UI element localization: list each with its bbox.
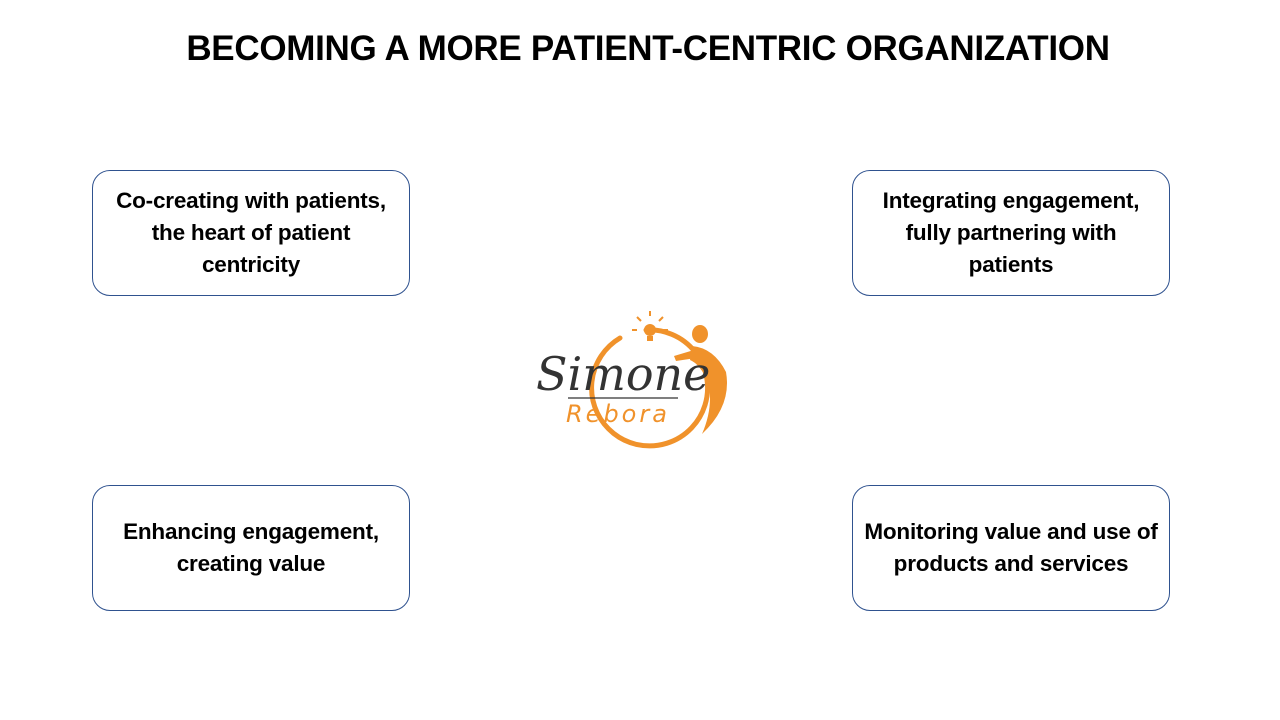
logo: Simone Rebora xyxy=(528,306,738,452)
box-monitoring-value: Monitoring value and use of products and… xyxy=(852,485,1170,611)
box-enhancing-engagement: Enhancing engagement, creating value xyxy=(92,485,410,611)
box-enhancing-engagement-label: Enhancing engagement, creating value xyxy=(123,519,379,576)
box-monitoring-value-label: Monitoring value and use of products and… xyxy=(864,519,1158,576)
box-co-creating-label: Co-creating with patients, the heart of … xyxy=(116,188,386,277)
logo-surname: Rebora xyxy=(566,400,670,428)
box-integrating-engagement-label: Integrating engagement, fully partnering… xyxy=(882,188,1140,277)
person-icon xyxy=(674,325,727,434)
page-title: BECOMING A MORE PATIENT-CENTRIC ORGANIZA… xyxy=(186,29,1110,68)
logo-name: Simone xyxy=(536,347,710,401)
box-integrating-engagement: Integrating engagement, fully partnering… xyxy=(852,170,1170,296)
box-co-creating: Co-creating with patients, the heart of … xyxy=(92,170,410,296)
lightbulb-icon xyxy=(632,311,668,341)
